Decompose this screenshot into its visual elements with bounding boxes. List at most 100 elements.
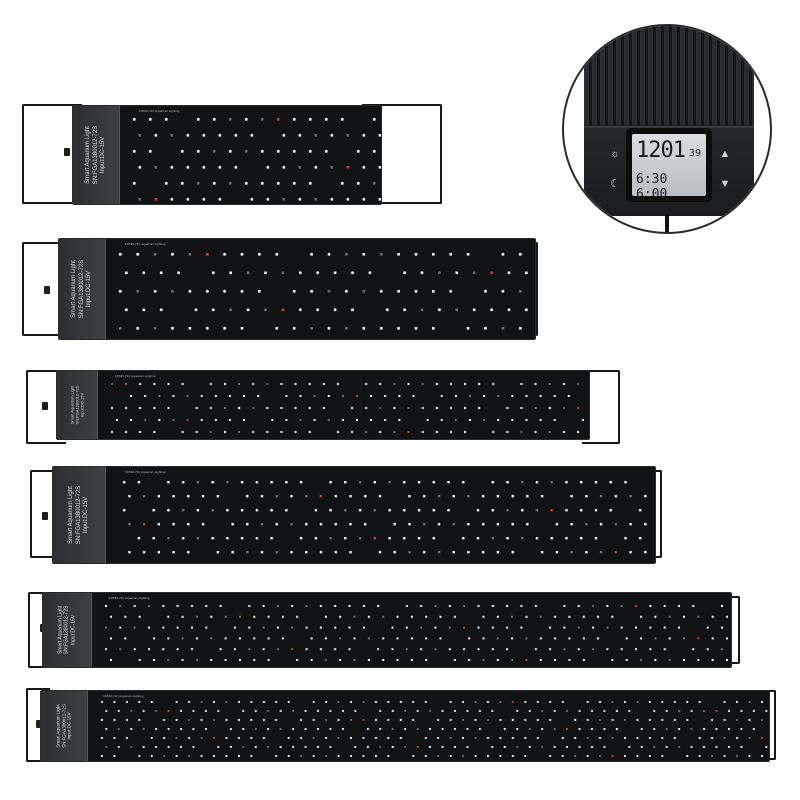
led-chip <box>291 648 294 651</box>
led-chip <box>238 637 241 640</box>
led-chip <box>271 419 274 421</box>
led-chip <box>663 626 666 629</box>
led-chip <box>478 728 481 730</box>
led-chip <box>298 198 302 201</box>
led-chip <box>240 481 244 484</box>
led-chip <box>563 648 566 651</box>
light-fixture-5: Smart Aquarium Light SN:FGA1380012-72S I… <box>22 588 744 672</box>
led-chip <box>105 626 107 629</box>
led-chip <box>310 253 313 256</box>
led-chip <box>554 637 557 640</box>
led-chip <box>119 605 122 607</box>
led-chip <box>217 746 220 748</box>
led-chip <box>577 605 580 607</box>
led-chip <box>521 509 524 512</box>
led-chip <box>255 537 259 540</box>
led-chip <box>330 198 334 201</box>
led-chip <box>282 198 286 201</box>
led-chip <box>478 710 481 712</box>
led-chip <box>171 253 174 256</box>
led-chip <box>299 537 303 540</box>
led-chip <box>238 701 240 703</box>
led-chip <box>167 637 170 640</box>
led-chip <box>266 166 270 169</box>
led-chip <box>499 719 502 721</box>
led-chip <box>333 308 337 312</box>
led-chip <box>649 626 652 629</box>
led-chip <box>609 509 612 512</box>
led-chip <box>528 710 531 712</box>
led-chip <box>437 523 441 526</box>
led-chip <box>765 746 768 748</box>
led-chip <box>196 509 200 512</box>
led-chip <box>325 719 328 721</box>
led-chip <box>262 737 265 739</box>
led-chip <box>117 710 120 712</box>
led-chip <box>464 431 466 433</box>
led-chip <box>472 271 476 275</box>
led-chip <box>312 701 315 703</box>
led-chip <box>399 701 402 703</box>
led-chip <box>305 523 308 526</box>
led-chip <box>155 728 158 730</box>
led-chip <box>761 755 763 757</box>
led-chip <box>482 551 485 554</box>
led-chip <box>362 719 365 721</box>
led-chip <box>130 395 133 397</box>
led-chip <box>153 659 155 661</box>
moon-icon[interactable]: ☾ <box>610 178 620 190</box>
led-chip <box>723 755 726 757</box>
led-chip <box>275 719 278 721</box>
led-chip <box>441 728 444 730</box>
led-chip <box>434 648 437 651</box>
led-chip <box>384 419 387 421</box>
led-chip <box>337 737 340 739</box>
arrow-up-icon[interactable]: ▲ <box>719 148 731 160</box>
led-chip <box>378 551 382 554</box>
led-chip <box>181 431 184 433</box>
led-chip <box>550 481 553 484</box>
led-chip <box>105 605 107 607</box>
led-chip <box>362 198 366 201</box>
led-chip <box>304 728 307 730</box>
led-chip <box>752 710 755 712</box>
led-chip <box>181 637 184 640</box>
led-chip <box>144 419 147 421</box>
led-chip <box>362 755 365 757</box>
led-chip <box>358 481 362 484</box>
led-chip <box>673 719 676 721</box>
led-chip <box>511 551 514 554</box>
led-chip <box>246 551 249 554</box>
led-chip <box>138 659 141 661</box>
led-chip <box>217 710 220 712</box>
led-chip <box>177 271 180 275</box>
led-chip <box>205 626 208 629</box>
led-chip <box>250 701 253 703</box>
led-array <box>111 383 584 433</box>
led-chip <box>740 728 743 730</box>
label-panel: Smart Aquarium Light SN:FGA1380012-72S I… <box>43 593 92 667</box>
model-stripe: FD530-72C Aquarium Lighting <box>139 109 180 113</box>
led-chip <box>171 290 174 293</box>
led-chip <box>130 419 133 421</box>
led-chip <box>101 701 103 703</box>
led-chip <box>304 746 307 748</box>
led-chip <box>525 637 528 640</box>
led-chip <box>290 551 293 554</box>
sun-icon[interactable]: ☼ <box>609 148 621 160</box>
led-chip <box>138 615 141 618</box>
led-chip <box>128 523 131 526</box>
led-chip <box>499 701 502 703</box>
led-chip <box>167 710 170 712</box>
arrow-down-icon[interactable]: ▼ <box>719 178 731 190</box>
led-chip <box>636 737 639 739</box>
bracket-left <box>22 242 62 336</box>
led-chip <box>133 150 136 153</box>
led-chip <box>270 537 273 540</box>
led-chip <box>281 271 285 275</box>
led-chip <box>292 728 295 730</box>
led-chip <box>379 710 382 712</box>
label-panel: Smart Aquarium Light SN:FGA1380012-72S I… <box>59 239 106 339</box>
led-chip <box>606 648 609 651</box>
led-chip <box>723 701 726 703</box>
